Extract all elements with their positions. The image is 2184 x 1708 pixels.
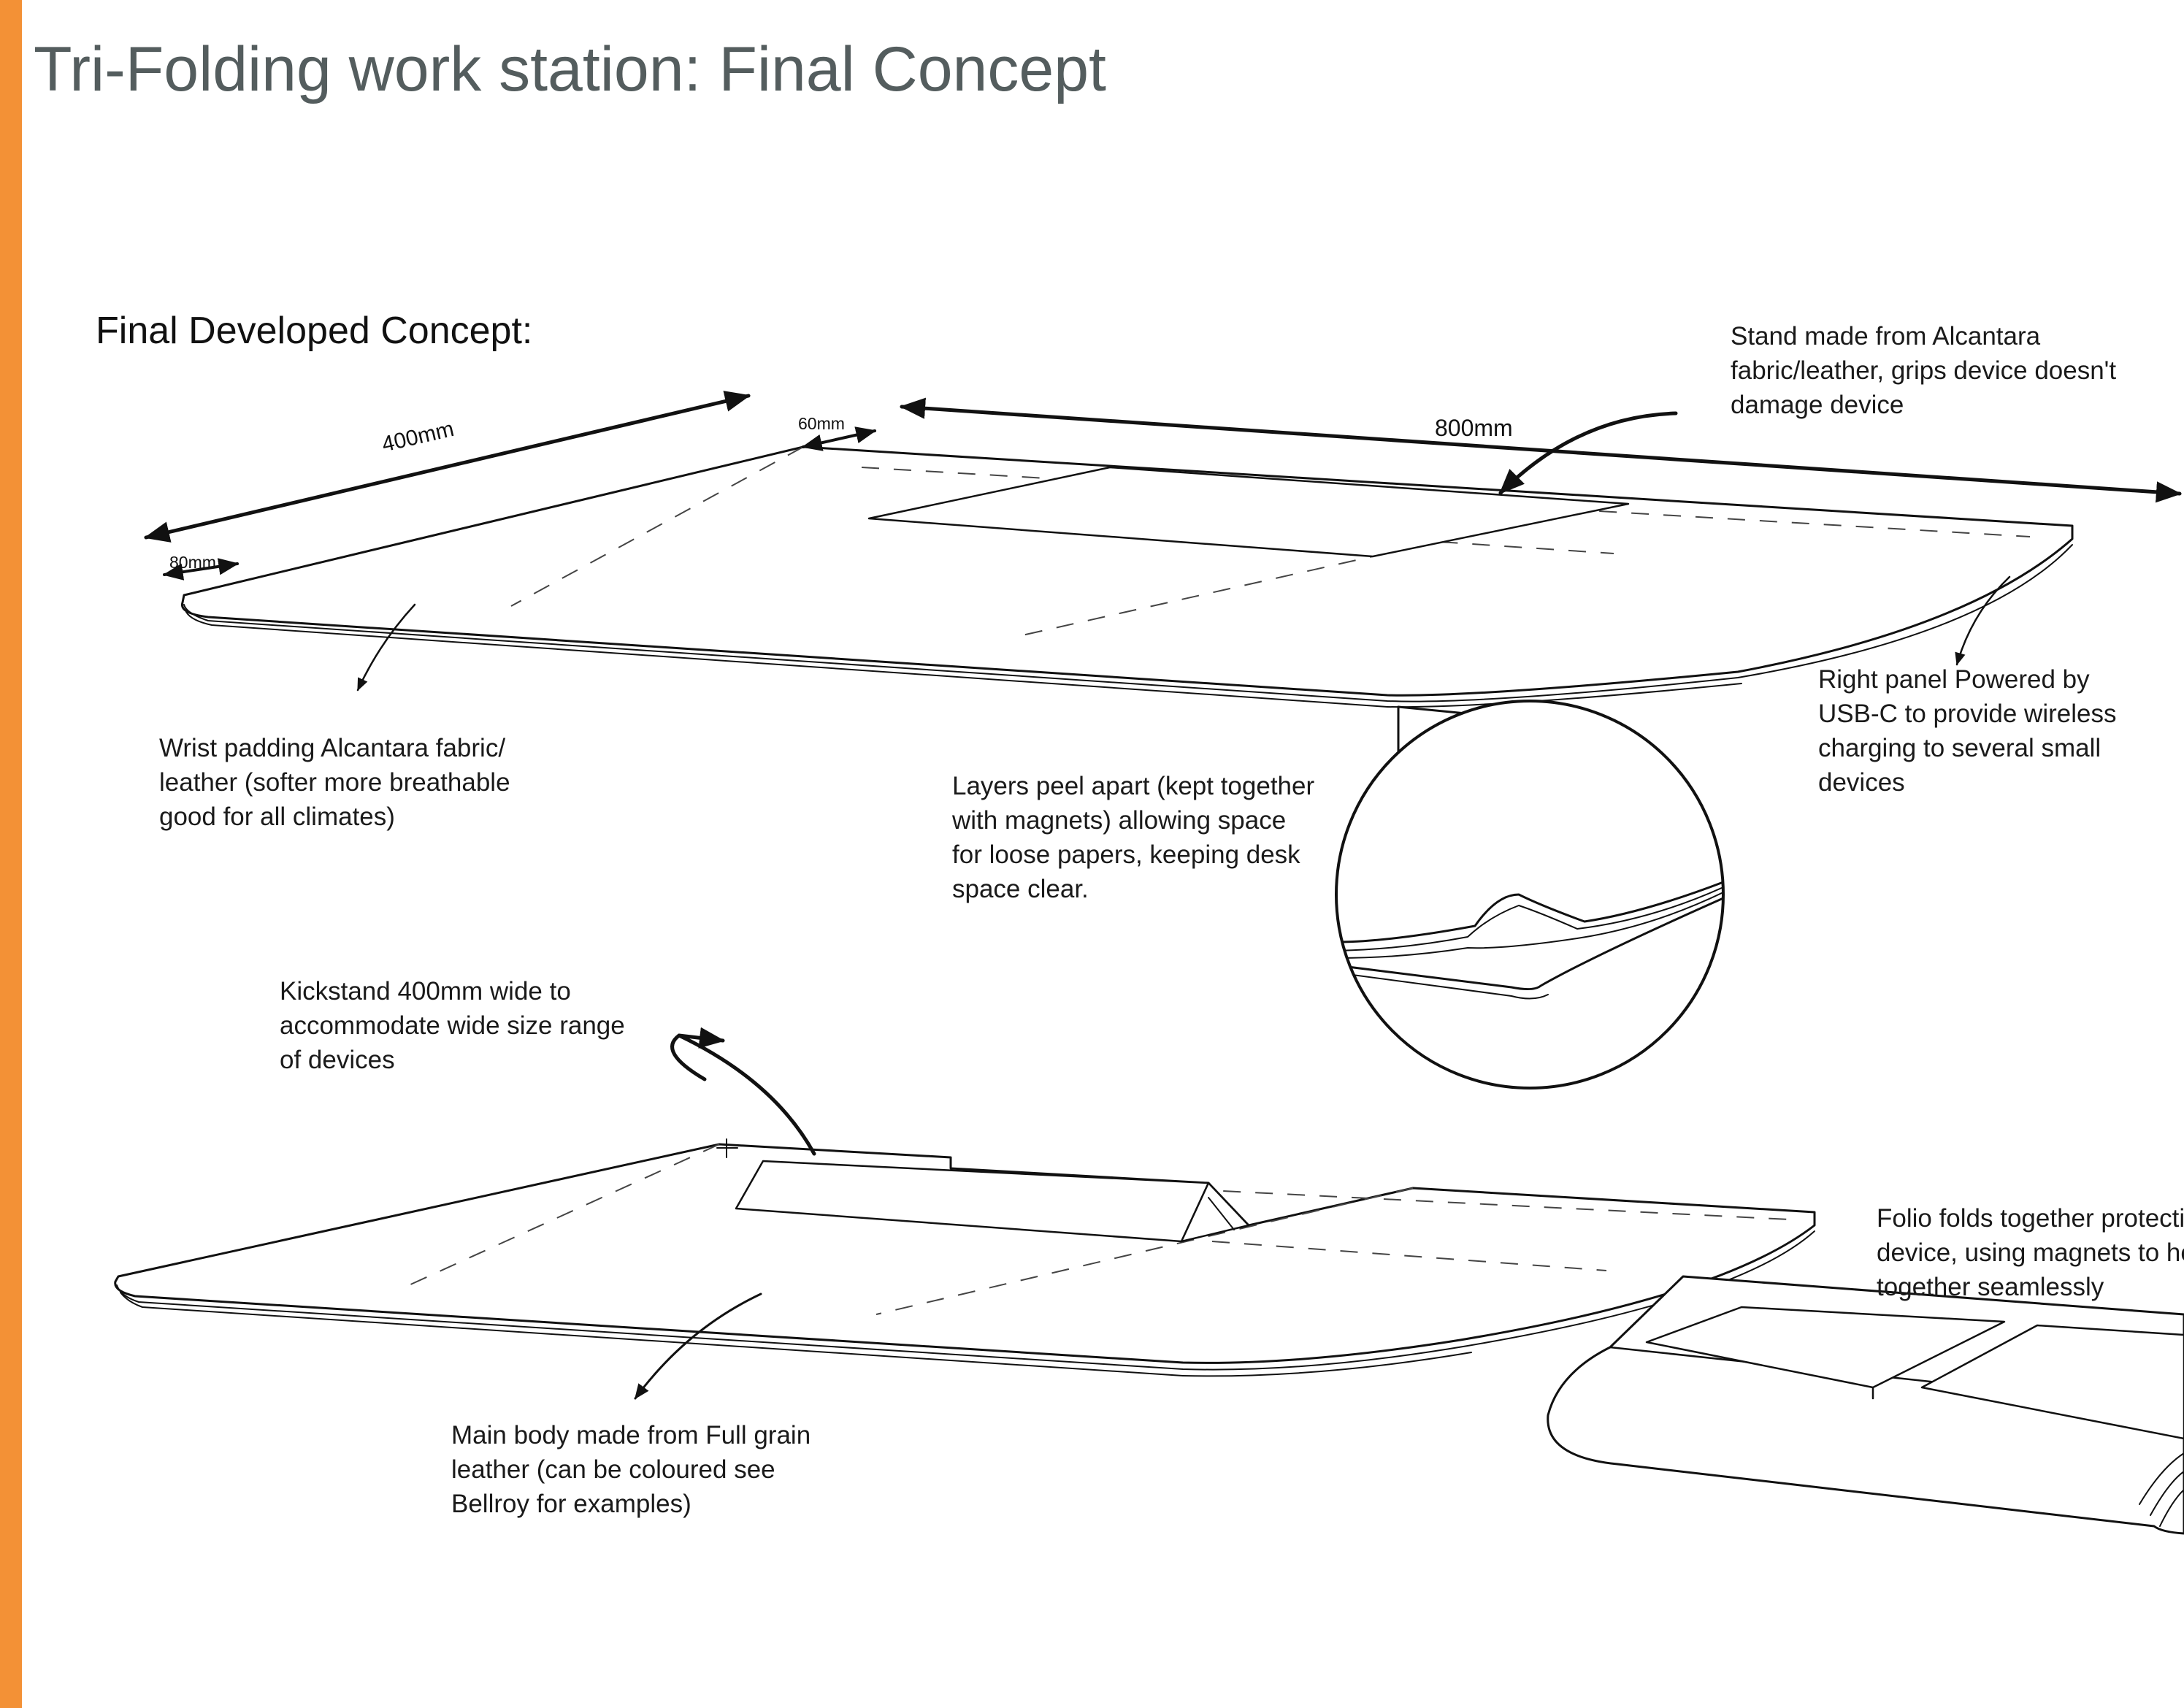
kickstand-leader-arrow bbox=[677, 1027, 816, 1156]
concept-heading: Final Developed Concept: bbox=[96, 310, 533, 352]
layers-callout: Layers peel apart (kept together with ma… bbox=[952, 772, 1315, 903]
folded-folio bbox=[1547, 1275, 2184, 1535]
stand-leader-arrow bbox=[1498, 411, 1678, 495]
kickstand-leader-arrowhead bbox=[670, 1033, 707, 1081]
dimension-depth-arrow bbox=[144, 391, 751, 543]
stand-callout: Stand made from Alcantara fabric/leather… bbox=[1731, 322, 2117, 419]
dimension-width: 800mm bbox=[900, 397, 2182, 503]
folio-callout: Folio folds together protecting device, … bbox=[1877, 1204, 2184, 1301]
unfolded-desk-mat bbox=[180, 445, 2074, 708]
kickstand-callout: Kickstand 400mm wide to accommodate wide… bbox=[280, 977, 625, 1074]
main-body-leader-arrow bbox=[634, 1293, 762, 1400]
wrist-padding-callout: Wrist padding Alcantara fabric/ leather … bbox=[159, 734, 510, 831]
main-body-callout: Main body made from Full grain leather (… bbox=[451, 1421, 811, 1518]
dimension-depth-label: 400mm bbox=[380, 417, 456, 457]
dimension-front-strip-label: 80mm bbox=[169, 553, 216, 572]
dimension-width-label: 800mm bbox=[1435, 415, 1513, 441]
right-panel-leader-arrow bbox=[1955, 575, 2011, 666]
right-panel-callout: Right panel Powered by USB-C to provide … bbox=[1818, 665, 2117, 797]
layers-zoom-detail bbox=[1335, 700, 1725, 1089]
desk-mat-with-kickstand bbox=[114, 1138, 1816, 1377]
dimension-front-strip: 80mm bbox=[162, 553, 240, 581]
accent-bar bbox=[0, 0, 22, 1708]
dimension-top-strip-label: 60mm bbox=[798, 414, 845, 433]
wrist-leader-arrow bbox=[356, 603, 416, 692]
slide-title: Tri-Folding work station: Final Concept bbox=[34, 34, 1106, 104]
dimension-top-strip: 60mm bbox=[798, 414, 877, 451]
dimension-width-arrow bbox=[900, 397, 2182, 503]
dimension-front-strip-arrow bbox=[162, 558, 240, 581]
dimension-top-strip-arrow bbox=[801, 426, 877, 451]
